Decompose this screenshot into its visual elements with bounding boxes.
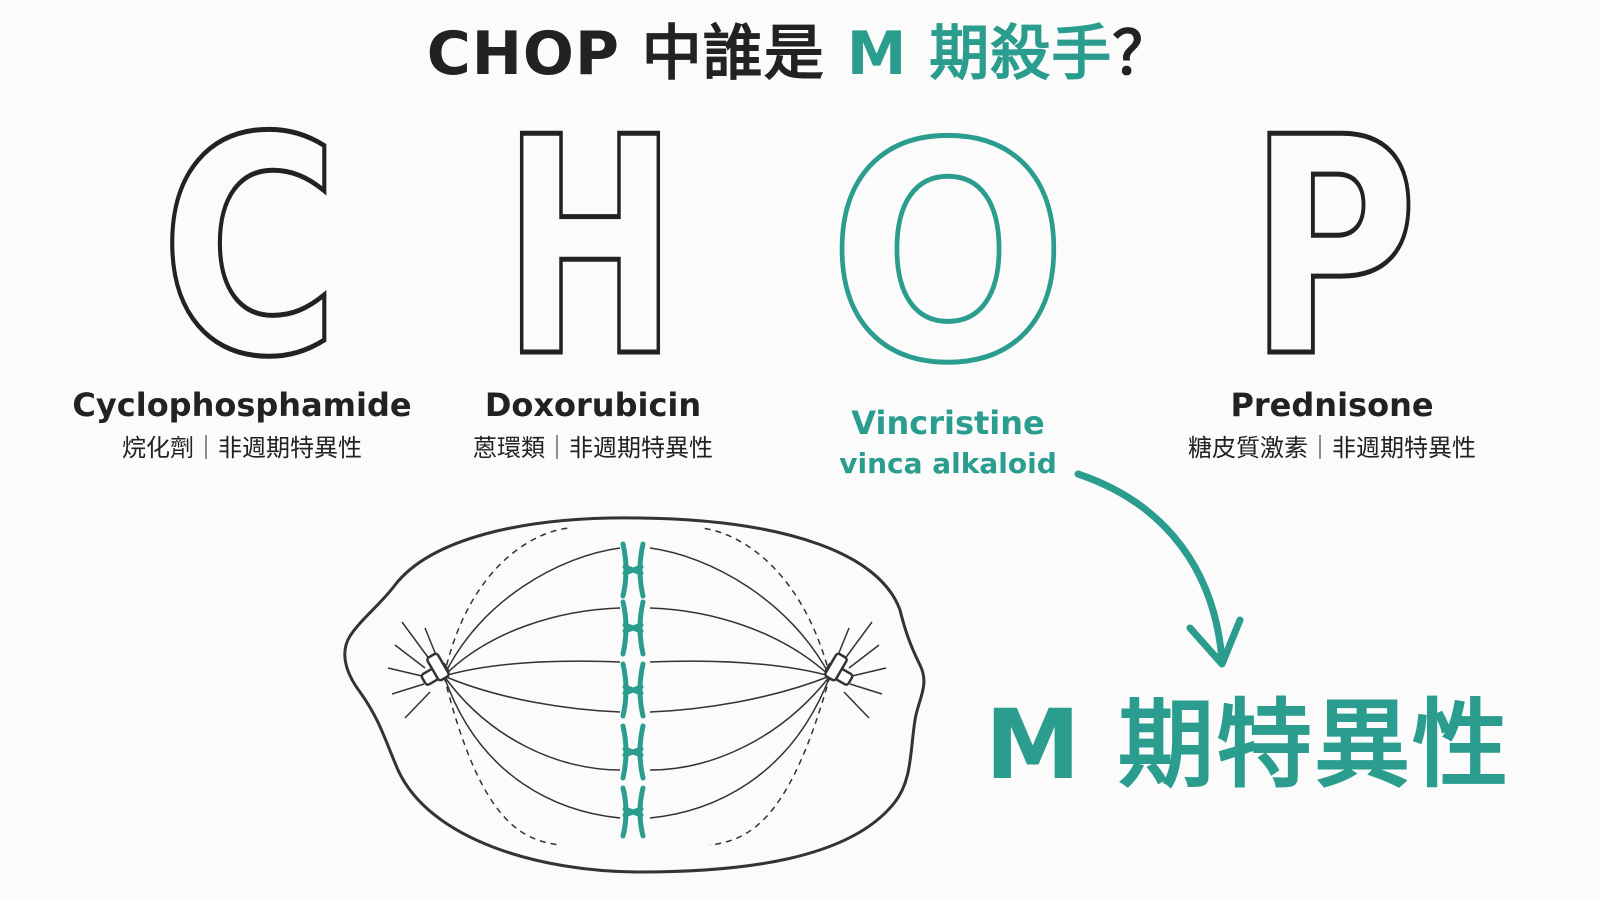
- mitotic-cell: [343, 516, 926, 874]
- drug-name: Vincristine: [851, 404, 1045, 442]
- chromosomes: [620, 541, 646, 839]
- drug-class: 蒽環類｜非週期特異性: [473, 434, 713, 462]
- chromosome-5: [620, 785, 646, 839]
- letter-c: C: [160, 74, 340, 423]
- title-suffix: ？: [1112, 19, 1174, 89]
- title-prefix: CHOP 中誰是: [426, 19, 847, 89]
- chromosome-2: [620, 599, 646, 657]
- drug-prednisone: Prednisone 糖皮質激素｜非週期特異性: [1152, 384, 1512, 466]
- chromosome-4: [620, 723, 646, 781]
- drug-class: vinca alkaloid: [839, 447, 1057, 480]
- cell-outline: [343, 516, 926, 874]
- curved-arrow-icon: [1074, 470, 1244, 668]
- drug-name: Prednisone: [1230, 386, 1434, 424]
- drug-class: 烷化劑｜非週期特異性: [122, 434, 362, 462]
- letter-h: H: [503, 74, 678, 423]
- drug-name: Cyclophosphamide: [72, 386, 412, 424]
- conclusion-label: M 期特異性: [985, 689, 1510, 801]
- drug-vincristine: Vincristine vinca alkaloid: [768, 402, 1128, 482]
- chromosome-3: [620, 661, 646, 719]
- title-accent: M 期殺手: [846, 19, 1113, 89]
- drug-name: Doxorubicin: [484, 386, 702, 424]
- chromosome-1: [620, 541, 646, 599]
- drug-cyclophosphamide: Cyclophosphamide 烷化劑｜非週期特異性: [62, 384, 422, 466]
- drug-doxorubicin: Doxorubicin 蒽環類｜非週期特異性: [413, 384, 773, 466]
- centriole-right: [824, 652, 854, 686]
- letter-o: O: [828, 80, 1068, 429]
- drug-class: 糖皮質激素｜非週期特異性: [1188, 434, 1476, 462]
- page-title: CHOP 中誰是 M 期殺手？: [0, 14, 1600, 94]
- centriole-left: [420, 652, 450, 686]
- letter-p: P: [1248, 74, 1418, 423]
